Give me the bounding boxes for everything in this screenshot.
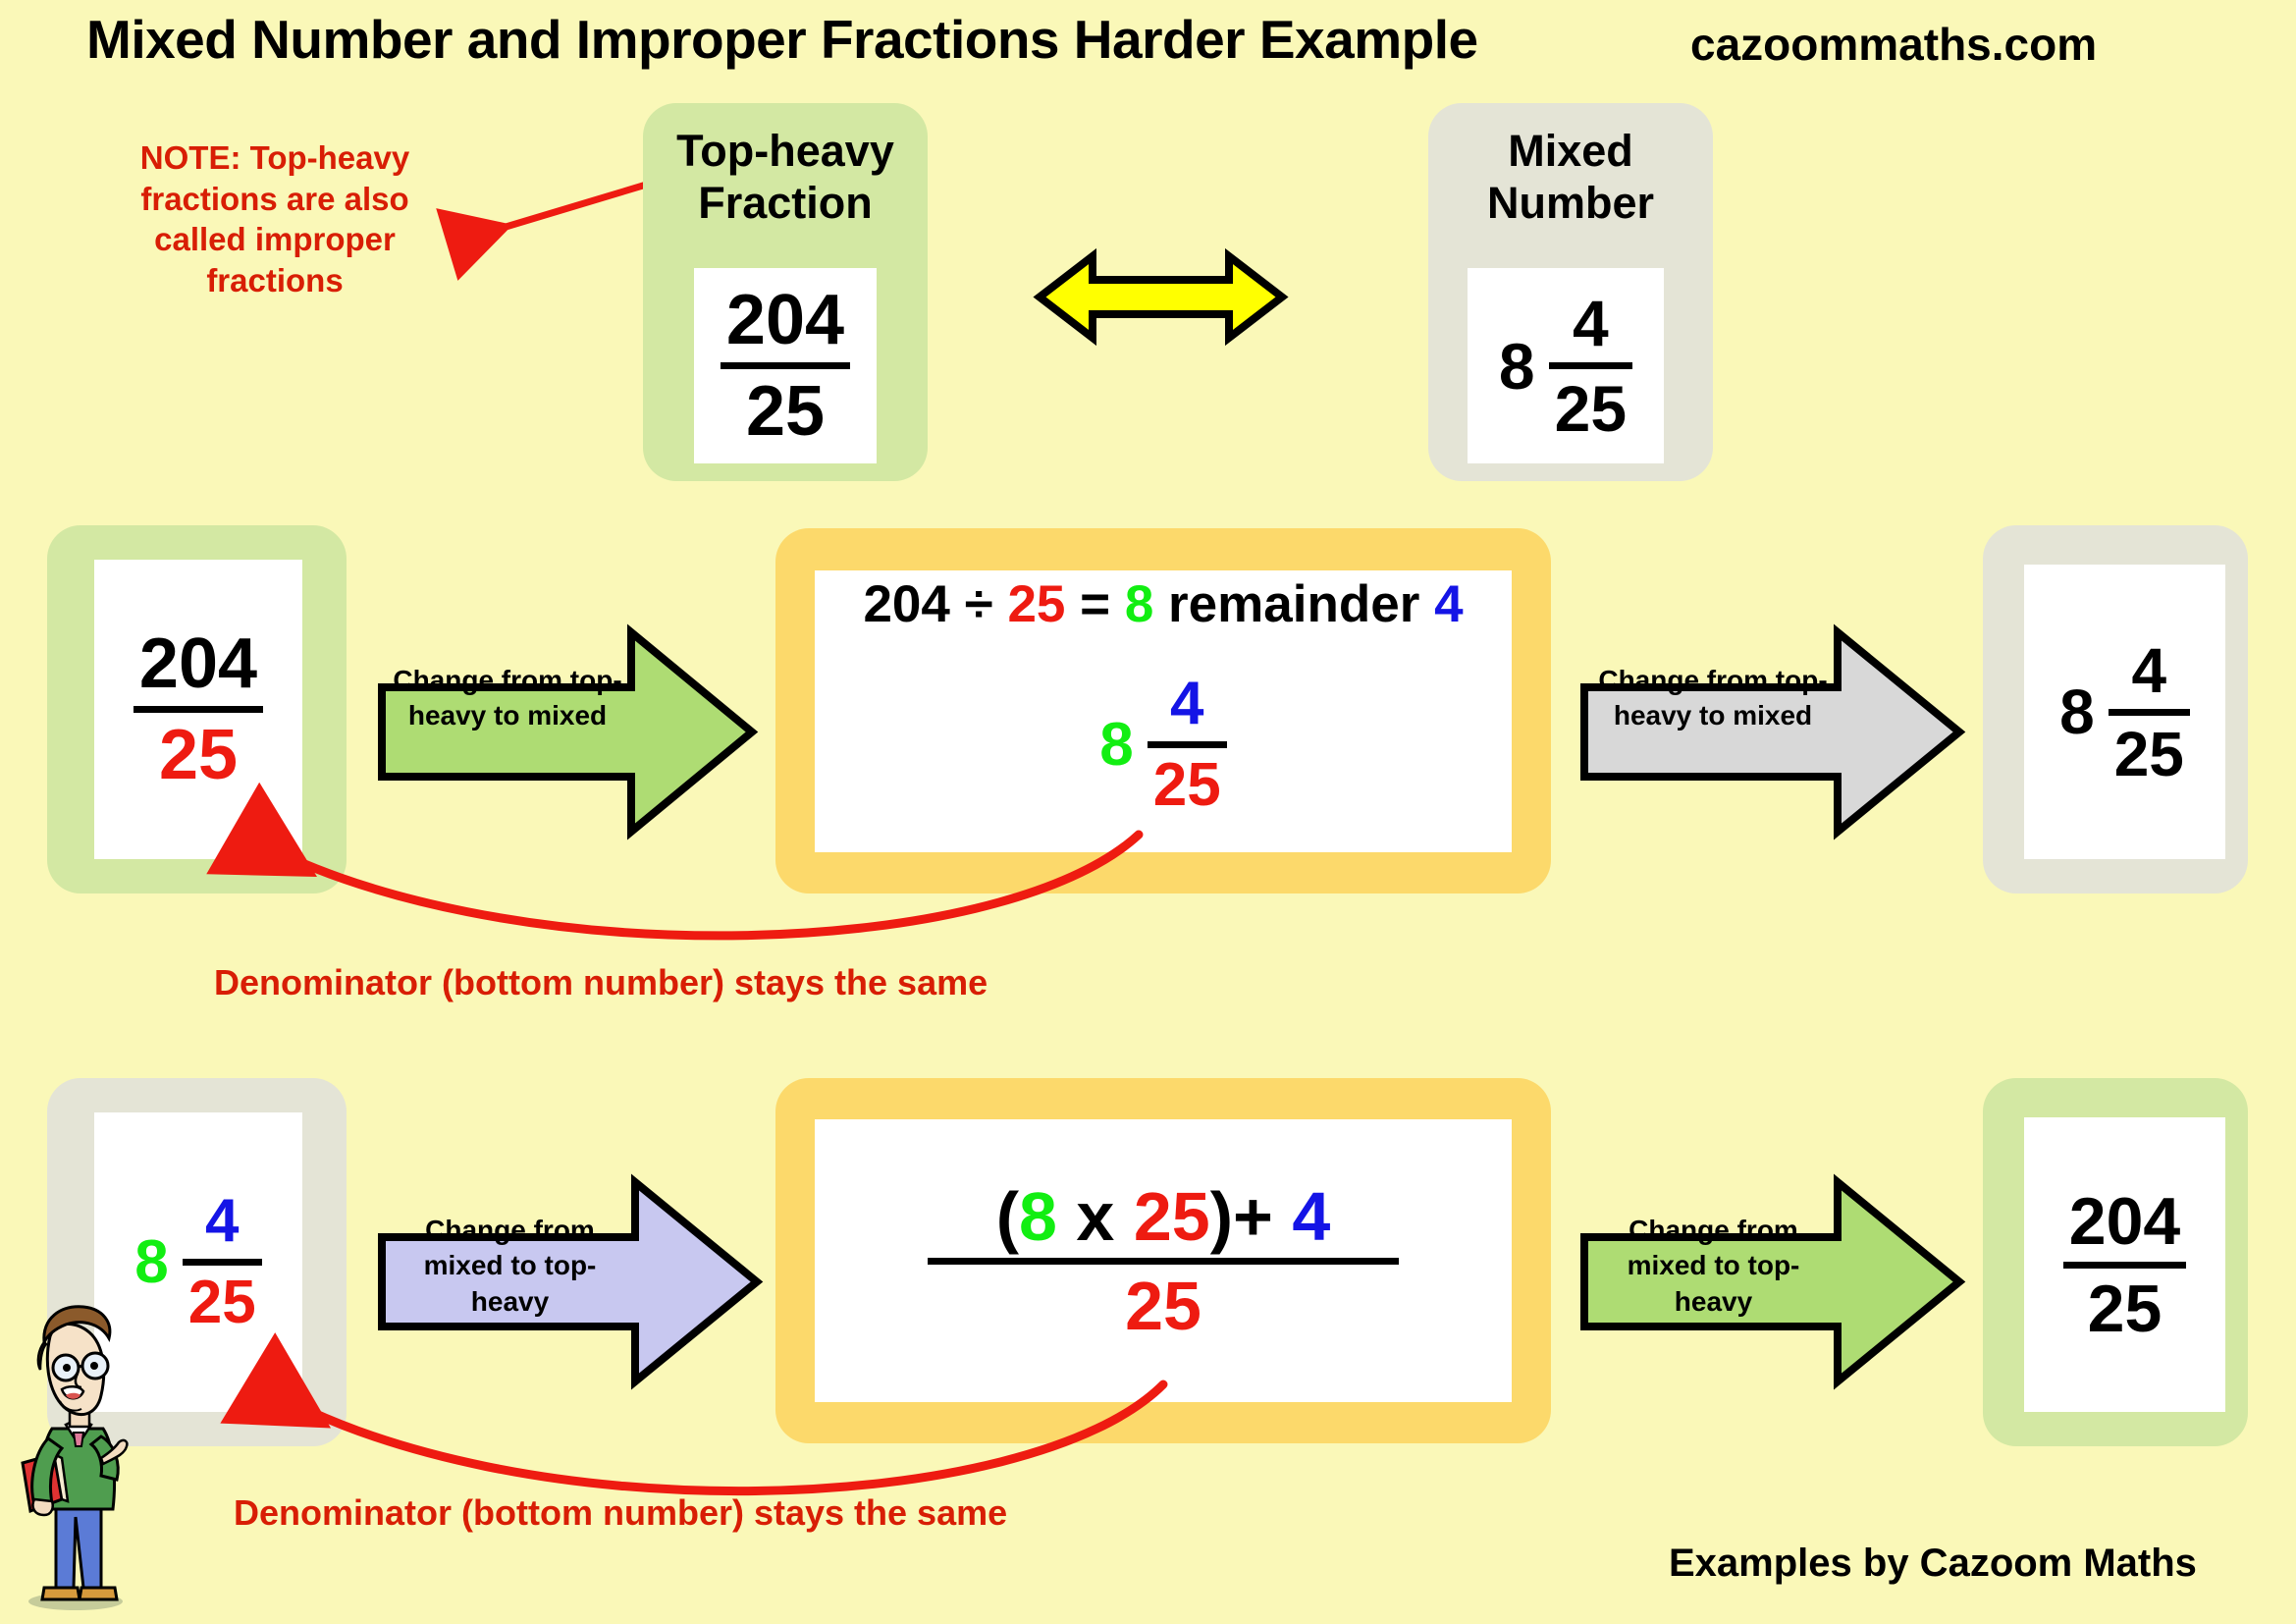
top-heavy-fraction: 204 25	[720, 281, 851, 451]
top-heavy-panel: Top-heavy Fraction 204 25	[643, 103, 928, 481]
divide-symbol: ÷	[964, 575, 993, 633]
row2-end-mixed: 8 4 25	[2059, 639, 2190, 785]
top-heavy-panel-heading: Top-heavy Fraction	[676, 126, 894, 229]
row3-denominator-caption: Denominator (bottom number) stays the sa…	[234, 1492, 1008, 1533]
row2-arrow-1-label: Change from top- heavy to mixed	[393, 665, 622, 731]
quotient: 8	[1124, 575, 1154, 633]
mixed-number-panel-heading: Mixed Number	[1486, 126, 1655, 229]
teacher-cartoon-icon	[5, 1272, 152, 1615]
mixed-numerator: 4	[1169, 670, 1204, 737]
fraction-bar	[133, 706, 264, 713]
mixed-denominator: 25	[187, 1269, 256, 1336]
fraction-bar	[2062, 1261, 2187, 1269]
row2-result-mixed: 8 4 25	[1099, 670, 1227, 819]
row3-arrow-1[interactable]	[378, 1173, 764, 1390]
row2-denominator-caption: Denominator (bottom number) stays the sa…	[214, 962, 988, 1002]
row2-arrow-2-label: Change from top- heavy to mixed	[1598, 665, 1828, 731]
row2-end-box: 8 4 25	[2024, 565, 2225, 859]
row2-division-equation: 204 ÷ 25 = 8 remainder 4	[815, 574, 1512, 634]
remainder-value: 4	[1434, 575, 1464, 633]
top-heavy-fraction-box: 204 25	[694, 268, 877, 463]
times-symbol: x	[1076, 1177, 1115, 1255]
row3-work-panel: (8 x 25)+ 4 25	[775, 1078, 1551, 1443]
row3-end-box: 204 25	[2024, 1117, 2225, 1412]
row2-work-box: 204 ÷ 25 = 8 remainder 4 8 4 25	[815, 570, 1512, 852]
row3-start-mixed: 8 4 25	[134, 1187, 262, 1336]
expression-numerator: (8 x 25)+ 4	[990, 1182, 1337, 1251]
numerator-value: 4	[1292, 1177, 1331, 1255]
mixed-whole: 8	[1099, 710, 1134, 779]
denominator-value: 25	[1133, 1177, 1210, 1255]
site-url: cazoommaths.com	[1690, 19, 2098, 70]
mixed-number-value: 8 4 25	[1498, 287, 1633, 445]
mixed-numerator: 4	[204, 1187, 240, 1255]
mixed-number-panel: Mixed Number 8 4 25	[1428, 103, 1713, 481]
mixed-fraction-bar	[1548, 362, 1633, 369]
note-pointer-arrow	[432, 172, 667, 281]
row2-work-panel: 204 ÷ 25 = 8 remainder 4 8 4 25	[775, 528, 1551, 893]
fraction-denominator: 25	[2087, 1271, 2163, 1346]
fraction-bar	[720, 362, 851, 369]
dividend: 204	[863, 575, 950, 633]
row2-arrow-1[interactable]	[378, 623, 759, 840]
mixed-fraction-bar	[2108, 708, 2190, 716]
expression-denominator: 25	[1125, 1267, 1201, 1344]
mixed-fraction-bar	[1147, 741, 1227, 748]
mixed-fraction-bar	[182, 1259, 262, 1266]
mixed-number-box: 8 4 25	[1468, 268, 1664, 463]
mixed-whole: 8	[2059, 677, 2095, 747]
double-headed-arrow-icon	[1033, 247, 1289, 347]
row3-expression-fraction: (8 x 25)+ 4 25	[928, 1182, 1399, 1340]
plus-symbol: +	[1233, 1177, 1273, 1255]
fraction-denominator: 25	[745, 372, 826, 451]
row3-end-panel: 204 25	[1983, 1078, 2248, 1446]
whole-number: 8	[1019, 1177, 1057, 1255]
fraction-numerator: 204	[138, 624, 258, 703]
divisor: 25	[1007, 575, 1066, 633]
mixed-denominator: 25	[1554, 372, 1628, 445]
remainder-word: remainder	[1168, 575, 1420, 633]
row2-arrow-2[interactable]	[1580, 623, 1966, 840]
fraction-numerator: 204	[725, 281, 845, 359]
row3-arrow-2[interactable]	[1580, 1173, 1966, 1390]
row2-end-panel: 8 4 25	[1983, 525, 2248, 893]
row2-start-box: 204 25	[94, 560, 302, 859]
row3-start-panel: 8 4 25	[47, 1078, 347, 1446]
row3-arrow-2-label: Change from mixed to top-heavy	[1627, 1215, 1800, 1317]
row2-start-fraction: 204 25	[133, 624, 264, 794]
mixed-whole: 8	[1498, 329, 1535, 403]
fraction-denominator: 25	[158, 716, 239, 794]
footer-credit: Examples by Cazoom Maths	[1669, 1542, 2197, 1585]
row3-start-box: 8 4 25	[94, 1112, 302, 1412]
mixed-denominator: 25	[2113, 718, 2184, 789]
mixed-numerator: 4	[2131, 634, 2167, 706]
row3-end-fraction: 204 25	[2062, 1183, 2187, 1346]
note-text: NOTE: Top-heavy fractions are also calle…	[139, 139, 410, 298]
fraction-numerator: 204	[2068, 1183, 2181, 1259]
fraction-bar	[928, 1257, 1399, 1265]
mixed-denominator: 25	[1152, 751, 1221, 819]
row2-start-panel: 204 25	[47, 525, 347, 893]
open-paren: (	[995, 1177, 1020, 1255]
close-paren: )	[1209, 1177, 1233, 1255]
mixed-whole: 8	[134, 1227, 169, 1296]
equals-symbol: =	[1080, 575, 1111, 633]
row3-work-box: (8 x 25)+ 4 25	[815, 1119, 1512, 1402]
page-title: Mixed Number and Improper Fractions Hard…	[86, 9, 1478, 70]
mixed-numerator: 4	[1572, 287, 1609, 359]
row3-arrow-1-label: Change from mixed to top-heavy	[423, 1215, 597, 1317]
